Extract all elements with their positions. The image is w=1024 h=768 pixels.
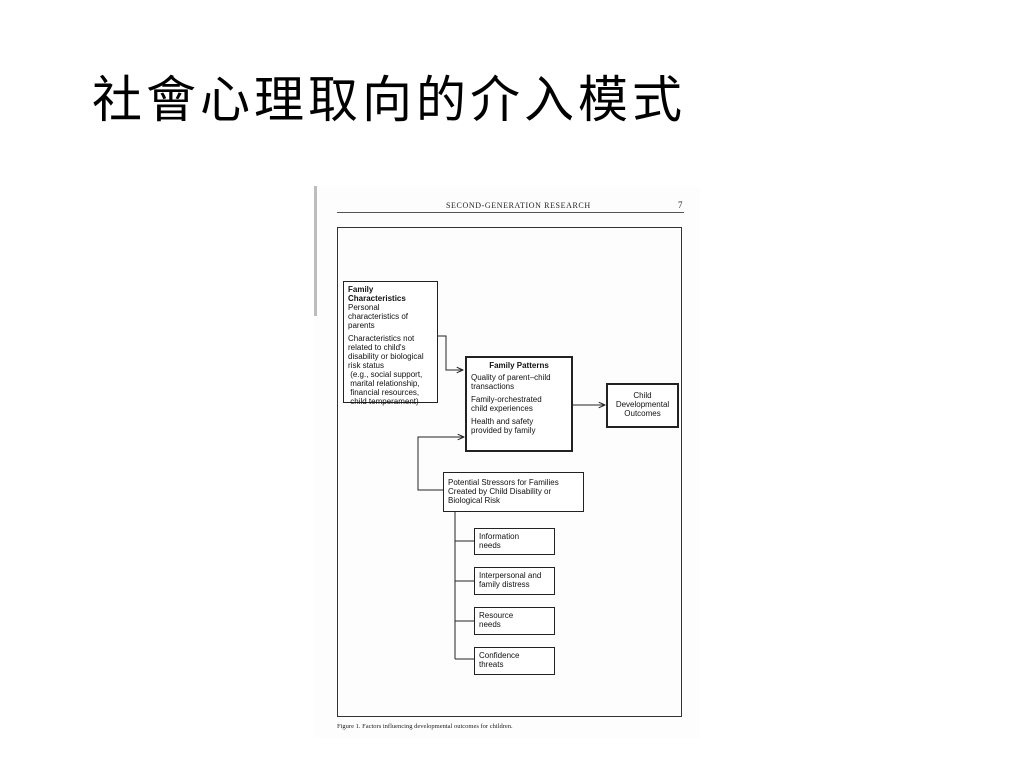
running-head: SECOND-GENERATION RESEARCH xyxy=(446,201,591,210)
figure-caption: Figure 1. Factors influencing developmen… xyxy=(337,723,513,730)
connector-characteristics-to-patterns xyxy=(437,335,463,370)
family-patterns-heading: Family Patterns xyxy=(489,361,549,370)
stressor-item-line: threats xyxy=(479,660,504,669)
fc-line: related to child's xyxy=(348,343,406,352)
stressors-box: Potential Stressors for Families Created… xyxy=(443,472,584,512)
fp-item-line: child experiences xyxy=(471,404,533,413)
slide-title: 社會心理取向的介入模式 xyxy=(92,71,686,129)
stressor-item-line: Confidence xyxy=(479,651,520,660)
fc-line: characteristics of xyxy=(348,312,409,321)
fp-item-line: transactions xyxy=(471,382,515,391)
fc-line: Personal xyxy=(348,303,380,312)
stressors-line: Potential Stressors for Families xyxy=(448,478,559,487)
stressors-line: Created by Child Disability or xyxy=(448,487,552,496)
fc-line: child temperament) xyxy=(348,397,419,406)
family-patterns-box: Family Patterns Quality of parent–child … xyxy=(465,356,573,452)
fc-line: financial resources, xyxy=(348,388,420,397)
outcome-line: Developmental xyxy=(615,400,670,409)
fc-line: marital relationship, xyxy=(348,379,420,388)
stressor-item-line: Interpersonal and xyxy=(479,571,542,580)
fc-line: disability or biological xyxy=(348,352,424,361)
outcome-line: Child xyxy=(633,391,652,400)
child-outcomes-box: Child Developmental Outcomes xyxy=(606,383,679,428)
fc-line: (e.g., social support, xyxy=(348,370,423,379)
stressor-interpersonal-distress: Interpersonal and family distress xyxy=(474,567,555,595)
page-number: 7 xyxy=(678,200,683,210)
stressor-item-line: needs xyxy=(479,541,501,550)
stressor-item-line: needs xyxy=(479,620,501,629)
stressors-line: Biological Risk xyxy=(448,496,501,505)
stressor-confidence-threats: Confidence threats xyxy=(474,647,555,675)
stressor-item-line: Resource xyxy=(479,611,514,620)
fp-item-line: Family-orchestrated xyxy=(471,395,542,404)
scanned-page xyxy=(314,186,700,738)
scan-edge xyxy=(314,186,317,316)
family-characteristics-box: Family Characteristics Personal characte… xyxy=(343,281,438,406)
fp-item-line: provided by family xyxy=(471,426,536,435)
family-characteristics-heading: Family Characteristics xyxy=(348,285,406,303)
header-rule xyxy=(337,212,684,213)
fc-line: parents xyxy=(348,321,375,330)
fp-item-line: Health and safety xyxy=(471,417,534,426)
fp-item-line: Quality of parent–child xyxy=(471,373,551,382)
outcome-line: Outcomes xyxy=(624,409,661,418)
fc-line: risk status xyxy=(348,361,385,370)
stressor-resource-needs: Resource needs xyxy=(474,607,555,635)
figure-frame xyxy=(337,227,682,717)
stressor-information-needs: Information needs xyxy=(474,528,555,555)
stressor-item-line: family distress xyxy=(479,580,530,589)
stressor-item-line: Information xyxy=(479,532,520,541)
connector-stressors-to-patterns xyxy=(417,437,464,491)
fc-line: Characteristics not xyxy=(348,334,415,343)
